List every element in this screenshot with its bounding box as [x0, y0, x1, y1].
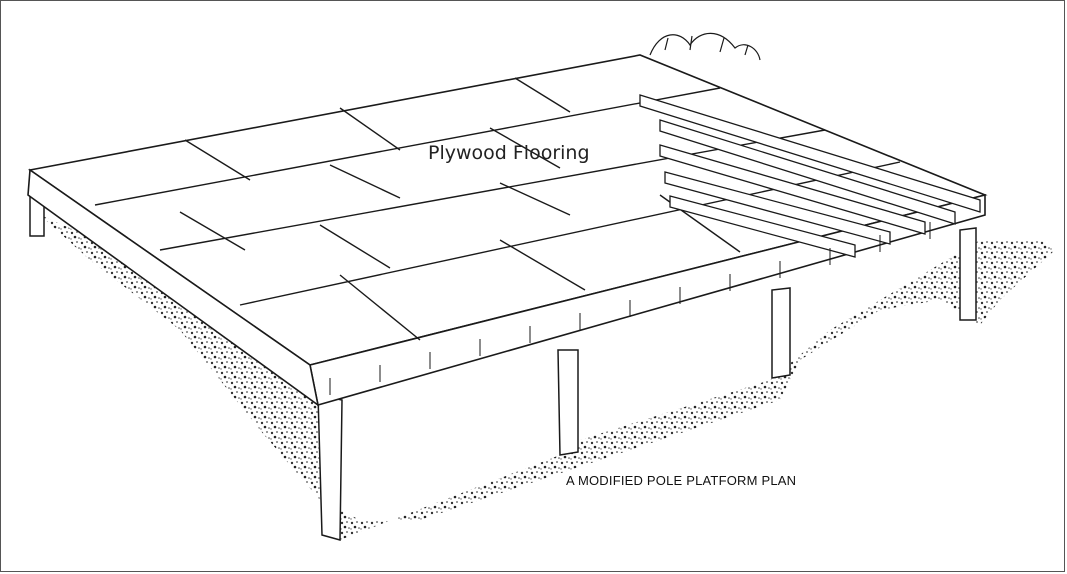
joist-ends	[329, 222, 931, 395]
left-beam	[27, 168, 320, 407]
pole-front-right	[771, 287, 791, 379]
shrub	[649, 32, 761, 61]
plywood-flooring-label: Plywood Flooring	[428, 142, 590, 164]
pole-front-mid	[557, 349, 579, 456]
joist-3	[659, 144, 926, 235]
exposed-joists	[639, 94, 981, 258]
joist-1	[639, 94, 981, 213]
support-poles	[29, 178, 977, 541]
gravel-ground	[40, 215, 1055, 540]
joist-2	[659, 119, 956, 225]
pole-back-right	[959, 227, 977, 321]
pole-front-left	[317, 394, 343, 541]
joist-4	[664, 171, 891, 245]
diagram-caption: A MODIFIED POLE PLATFORM PLAN	[566, 473, 797, 488]
joist-5	[669, 195, 856, 258]
